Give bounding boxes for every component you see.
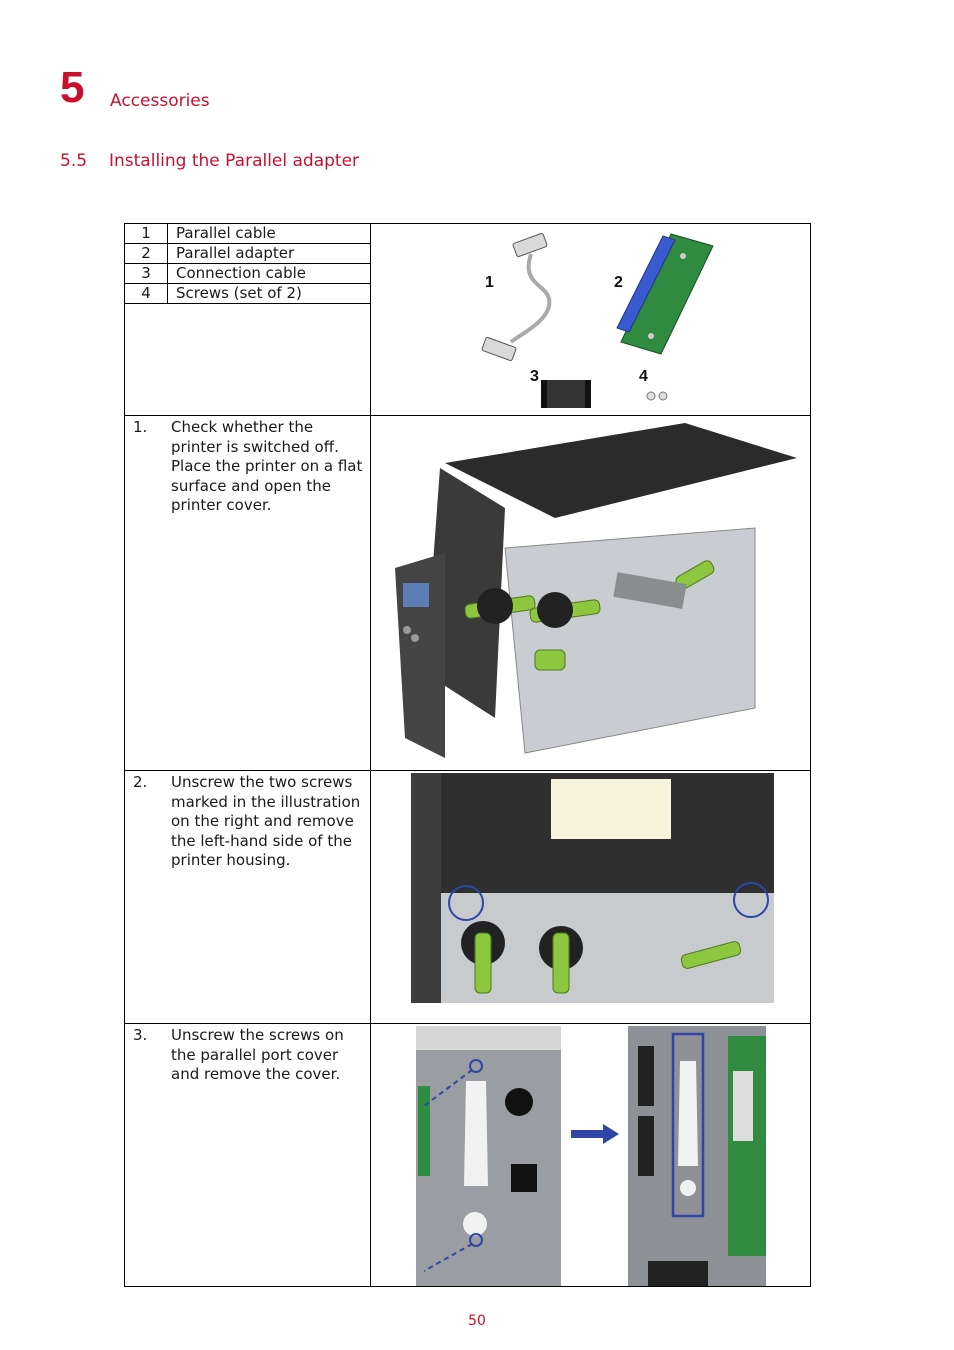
- step-text: Check whether the printer is switched of…: [171, 418, 363, 515]
- step-number: 3.: [133, 1026, 148, 1044]
- part-number: 3: [125, 263, 168, 284]
- part-label: Parallel adapter: [167, 243, 370, 264]
- callout-label: 1: [485, 274, 494, 291]
- chapter-number: 5: [60, 63, 85, 112]
- part-label: Connection cable: [167, 263, 370, 284]
- column-divider: [370, 224, 371, 1286]
- parallel-adapter-image: [616, 233, 714, 355]
- part-label: Parallel cable: [167, 224, 370, 244]
- parallel-port-cover-image: [416, 1026, 561, 1286]
- step-number: 2.: [133, 773, 148, 791]
- parts-row: 1 Parallel cable 2 Parallel adapter 3 Co…: [125, 224, 810, 416]
- section-title: Installing the Parallel adapter: [109, 151, 360, 171]
- arrow-right-icon: [571, 1124, 619, 1144]
- parallel-cable-image: [481, 233, 552, 361]
- instruction-table: 1 Parallel cable 2 Parallel adapter 3 Co…: [124, 223, 811, 1287]
- part-label: Screws (set of 2): [167, 283, 370, 304]
- screws-image: [646, 391, 668, 401]
- part-number: 1: [125, 224, 168, 244]
- step-text: Unscrew the two screws marked in the ill…: [171, 773, 361, 870]
- printer-open-cover-image: [385, 418, 799, 768]
- callout-label: 4: [639, 368, 648, 385]
- parallel-port-open-image: [628, 1026, 766, 1286]
- housing-screws-image: [411, 773, 774, 1003]
- callout-label: 2: [614, 274, 623, 291]
- parts-illustration: 1 2 3 4: [371, 224, 810, 415]
- parts-list-item: 3 Connection cable: [125, 263, 370, 284]
- page-number: 50: [468, 1313, 486, 1329]
- parts-list-item: 4 Screws (set of 2): [125, 283, 370, 304]
- part-number: 2: [125, 243, 168, 264]
- step-row: 1. Check whether the printer is switched…: [125, 416, 810, 771]
- part-number: 4: [125, 283, 168, 304]
- callout-label: 3: [530, 368, 539, 385]
- connection-cable-image: [541, 380, 591, 408]
- parts-drawing: [481, 233, 714, 408]
- step-row: 3. Unscrew the screws on the parallel po…: [125, 1024, 810, 1286]
- step-number: 1.: [133, 418, 148, 436]
- step-text: Unscrew the screws on the parallel port …: [171, 1026, 344, 1084]
- step-row: 2. Unscrew the two screws marked in the …: [125, 771, 810, 1024]
- parts-list-item: 1 Parallel cable: [125, 224, 370, 244]
- section-number: 5.5: [60, 151, 88, 171]
- chapter-title: Accessories: [110, 91, 210, 111]
- parts-list-item: 2 Parallel adapter: [125, 243, 370, 264]
- parts-list: 1 Parallel cable 2 Parallel adapter 3 Co…: [125, 224, 370, 304]
